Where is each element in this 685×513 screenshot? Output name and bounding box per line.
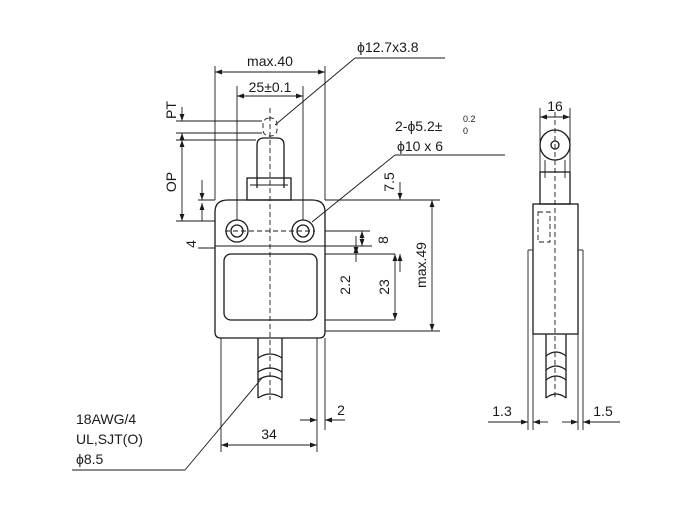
dim-1-5-label: 1.5 xyxy=(593,403,613,419)
cable-spec-line3: ϕ8.5 xyxy=(76,451,104,467)
switch-body xyxy=(214,199,326,339)
holes-tolerance-lower: 0 xyxy=(463,126,468,136)
op-label: OP xyxy=(163,172,179,192)
dim-16-label: 16 xyxy=(547,98,563,114)
holes-label: 2-ϕ5.2± xyxy=(395,118,443,134)
dim-8-label: 8 xyxy=(375,236,391,244)
mounting-hole-right xyxy=(291,219,315,243)
dim-2-2-label: 2.2 xyxy=(337,275,353,295)
dim-25-label: 25±0.1 xyxy=(249,79,292,95)
dim-max40-label: max.40 xyxy=(247,53,293,69)
cover-window xyxy=(223,253,318,321)
cable-spec-line2: UL,SJT(O) xyxy=(76,431,143,447)
side-body xyxy=(532,203,579,335)
dim-max49-label: max.49 xyxy=(413,242,429,288)
dim-34-label: 34 xyxy=(261,426,277,442)
dim-7-5-label: 7.5 xyxy=(381,172,397,192)
dim-4-label: 4 xyxy=(183,240,199,248)
dim-2-label: 2 xyxy=(337,402,345,418)
holes-tolerance-upper: 0.2 xyxy=(463,114,476,124)
plunger xyxy=(256,137,285,188)
roller-label: ϕ12.7x3.8 xyxy=(357,39,419,55)
dim-23-label: 23 xyxy=(376,279,392,295)
dim-1-3-label: 1.3 xyxy=(492,403,512,419)
front-view xyxy=(214,108,326,400)
counterbore-label: ϕ10 x 6 xyxy=(397,138,443,154)
side-view xyxy=(527,112,584,400)
pt-label: PT xyxy=(163,101,179,119)
cable-spec-line1: 18AWG/4 xyxy=(76,411,136,427)
cable xyxy=(257,338,283,399)
side-dimensions: 16 1.3 1.5 xyxy=(488,98,620,430)
front-dimensions: max.40 25±0.1 ϕ12.7x3.8 PT OP 4 2-ϕ5.2± … xyxy=(72,39,505,471)
